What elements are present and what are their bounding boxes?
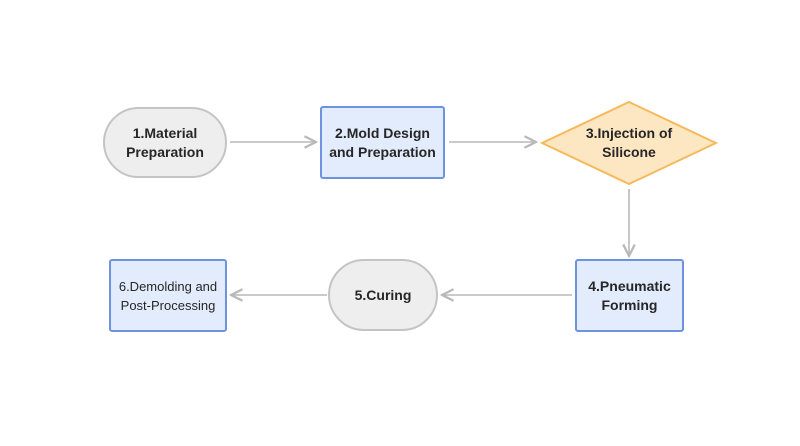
step-2-mold-design: 2.Mold Design and Preparation xyxy=(320,106,445,179)
decision-diamond-shape xyxy=(540,100,718,186)
step-1-label: 1.Material Preparation xyxy=(126,124,204,160)
step-2-label: 2.Mold Design and Preparation xyxy=(329,124,436,160)
step-4-label: 4.Pneumatic Forming xyxy=(588,277,671,313)
step-6-demolding: 6.Demolding and Post-Processing xyxy=(109,259,227,332)
step-6-label: 6.Demolding and Post-Processing xyxy=(118,278,218,313)
step-1-material-preparation: 1.Material Preparation xyxy=(103,107,227,178)
step-3-label: 3.Injection of Silicone xyxy=(585,125,673,160)
step-3-injection-of-silicone: 3.Injection of Silicone xyxy=(540,100,718,186)
step-5-curing: 5.Curing xyxy=(328,259,438,331)
step-5-label: 5.Curing xyxy=(354,286,412,303)
step-4-pneumatic-forming: 4.Pneumatic Forming xyxy=(575,259,684,332)
